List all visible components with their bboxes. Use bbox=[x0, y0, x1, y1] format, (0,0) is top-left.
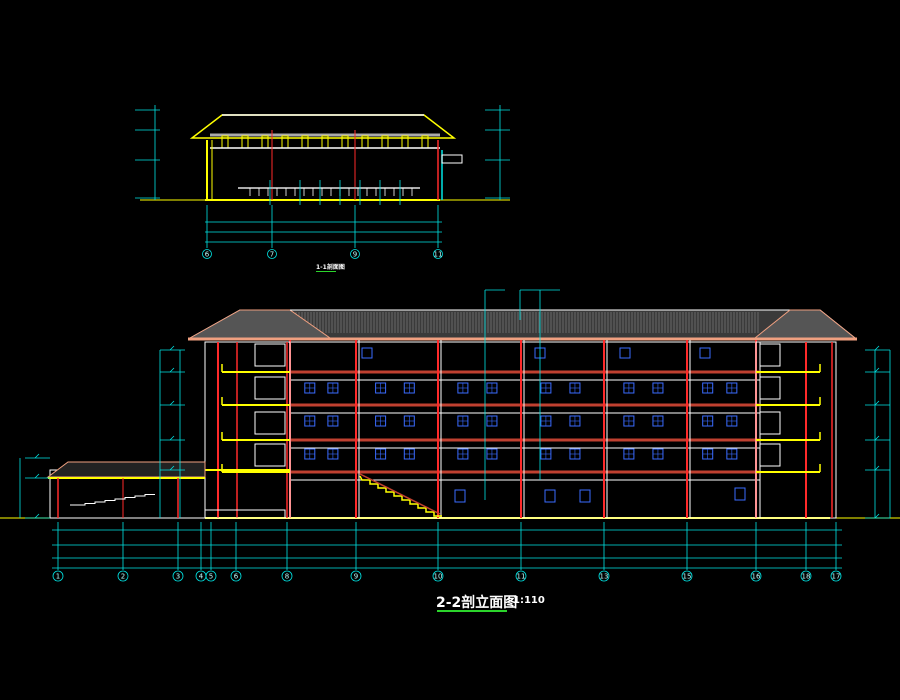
elevation-mark bbox=[874, 400, 880, 406]
main-drawing-scale: 1:110 bbox=[513, 595, 545, 606]
elevation-mark bbox=[34, 473, 40, 479]
elevation-mark bbox=[874, 513, 880, 519]
axis-bubble bbox=[172, 570, 184, 582]
section-axis-bubble bbox=[433, 249, 443, 259]
section-axis-label: 6 bbox=[205, 251, 210, 259]
axis-bubble bbox=[117, 570, 129, 582]
elevation-mark bbox=[169, 435, 175, 441]
main-drawing-title: 2-2剖立面图 bbox=[436, 595, 518, 611]
ground-window bbox=[454, 489, 466, 503]
axis-bubble bbox=[230, 570, 242, 582]
section-axis-label: 9 bbox=[353, 251, 357, 259]
elevation-mark bbox=[874, 345, 880, 351]
main-title-underline bbox=[437, 610, 507, 612]
section-axis-bubble bbox=[267, 249, 277, 259]
axis-label: 11 bbox=[517, 573, 526, 581]
elevation-mark bbox=[34, 453, 40, 459]
axis-bubble bbox=[205, 570, 217, 582]
axis-bubble bbox=[750, 570, 762, 582]
ground-window bbox=[579, 489, 591, 503]
window bbox=[619, 347, 631, 359]
axis-label: 2 bbox=[121, 573, 125, 581]
stair-flight bbox=[359, 475, 442, 517]
tower-door bbox=[254, 343, 286, 367]
section-axis-label: 7 bbox=[270, 251, 274, 259]
right-door bbox=[759, 376, 781, 400]
axis-label: 3 bbox=[176, 573, 180, 581]
axis-label: 13 bbox=[600, 573, 609, 581]
section-title: 1-1剖面图 bbox=[316, 264, 345, 271]
axis-bubble bbox=[830, 570, 842, 582]
right-door bbox=[759, 411, 781, 435]
axis-label: 5 bbox=[209, 573, 213, 581]
elevation-mark bbox=[874, 367, 880, 373]
axis-bubble bbox=[432, 570, 444, 582]
elevation-mark bbox=[874, 465, 880, 471]
axis-label: 10 bbox=[434, 573, 443, 581]
axis-bubble bbox=[281, 570, 293, 582]
axis-bubble bbox=[52, 570, 64, 582]
axis-label: 1 bbox=[56, 573, 60, 581]
axis-label: 6 bbox=[234, 573, 239, 581]
right-door bbox=[759, 343, 781, 367]
axis-bubble bbox=[515, 570, 527, 582]
elevation-mark bbox=[169, 400, 175, 406]
axis-bubble bbox=[598, 570, 610, 582]
elevation-mark bbox=[169, 465, 175, 471]
elevation-mark bbox=[34, 513, 40, 519]
stair-handrail bbox=[359, 473, 441, 515]
ground-window bbox=[734, 487, 746, 501]
axis-label: 8 bbox=[285, 573, 289, 581]
axis-label: 17 bbox=[832, 573, 841, 581]
axis-label: 18 bbox=[802, 573, 811, 581]
section-axis-bubble bbox=[350, 249, 360, 259]
tower-door bbox=[254, 376, 286, 400]
axis-label: 9 bbox=[354, 573, 358, 581]
axis-bubble bbox=[350, 570, 362, 582]
section-axis-bubble bbox=[202, 249, 212, 259]
elevation-mark bbox=[169, 345, 175, 351]
right-tower bbox=[755, 341, 837, 519]
axis-label: 15 bbox=[683, 573, 692, 581]
elevation-mark bbox=[169, 367, 175, 373]
axis-label: 4 bbox=[199, 573, 204, 581]
tower-door bbox=[254, 411, 286, 435]
low-building-roof bbox=[46, 461, 206, 478]
section-side-canopy bbox=[441, 154, 463, 164]
ground-window bbox=[544, 489, 556, 503]
section-title-underline bbox=[316, 271, 336, 272]
tower-door bbox=[254, 443, 286, 467]
axis-bubble bbox=[681, 570, 693, 582]
window bbox=[699, 347, 711, 359]
axis-label: 16 bbox=[752, 573, 761, 581]
axis-bubble bbox=[800, 570, 812, 582]
right-door bbox=[759, 443, 781, 467]
section-axis-label: 11 bbox=[434, 251, 443, 259]
window bbox=[361, 347, 373, 359]
low-building-seating bbox=[70, 494, 155, 506]
elevation-mark bbox=[874, 435, 880, 441]
